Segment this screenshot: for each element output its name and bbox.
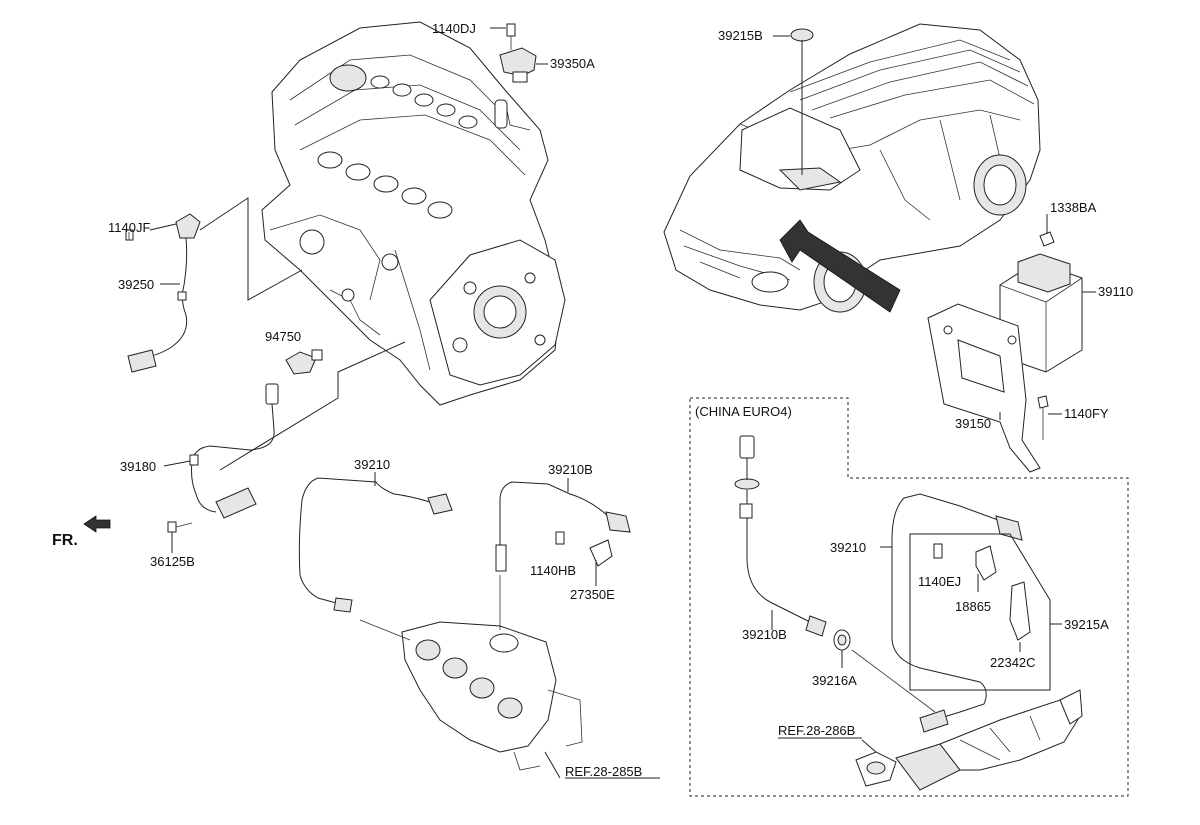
- label-1140EJ: 1140EJ: [918, 574, 961, 589]
- label-ref-28-285b: REF.28-285B: [565, 764, 642, 779]
- bracket-kit-box: [909, 533, 1051, 691]
- label-china-euro4: (CHINA EURO4): [695, 404, 792, 419]
- front-direction-arrow: FR.: [52, 515, 111, 549]
- label-39210-left: 39210: [354, 457, 390, 472]
- label-22342C: 22342C: [990, 655, 1036, 670]
- oil-pressure-switch: [285, 349, 323, 375]
- label-39210-right: 39210: [830, 540, 866, 555]
- label-1140JF: 1140JF: [108, 220, 150, 235]
- ecu-bracket: [927, 303, 1049, 473]
- cam-position-sensor: [499, 23, 537, 83]
- bracket-bolt: [555, 531, 613, 567]
- china-euro4-region: [689, 397, 1129, 797]
- sensor-gasket: [833, 629, 851, 651]
- label-39150: 39150: [955, 416, 991, 431]
- oxygen-sensor-rear-euro4: [734, 435, 827, 637]
- oxygen-sensor-front: [298, 477, 453, 613]
- vehicle-illustration: [663, 23, 1041, 313]
- label-1140DJ: 1140DJ: [432, 21, 476, 36]
- knock-sensor: [125, 213, 201, 373]
- engine-assembly: [261, 21, 566, 406]
- label-1338BA: 1338BA: [1050, 200, 1097, 215]
- label-1140HB: 1140HB: [530, 563, 576, 578]
- label-27350E: 27350E: [570, 587, 615, 602]
- oxygen-sensor-front-euro4: [891, 493, 1023, 733]
- plug-39215B: [790, 28, 814, 42]
- label-94750: 94750: [265, 329, 301, 344]
- label-ref-28-286b: REF.28-286B: [778, 723, 855, 738]
- exhaust-manifold-left: [359, 575, 583, 771]
- label-fr: FR.: [52, 532, 78, 549]
- oxygen-sensor-rear: [495, 481, 631, 572]
- label-39210B-right: 39210B: [742, 627, 787, 642]
- catalytic-converter-euro4: [855, 689, 1083, 791]
- label-39210B-left: 39210B: [548, 462, 593, 477]
- label-39215B: 39215B: [718, 28, 763, 43]
- label-39350A: 39350A: [550, 56, 595, 71]
- label-36125B: 36125B: [150, 554, 195, 569]
- label-39250: 39250: [118, 277, 154, 292]
- label-39216A: 39216A: [812, 673, 857, 688]
- label-18865: 18865: [955, 599, 991, 614]
- label-39110: 39110: [1098, 284, 1133, 299]
- label-39180: 39180: [120, 459, 156, 474]
- label-1140FY: 1140FY: [1064, 406, 1109, 421]
- label-39215A: 39215A: [1064, 617, 1109, 632]
- bracket-kit: [933, 543, 1031, 641]
- crank-position-sensor: [167, 383, 279, 533]
